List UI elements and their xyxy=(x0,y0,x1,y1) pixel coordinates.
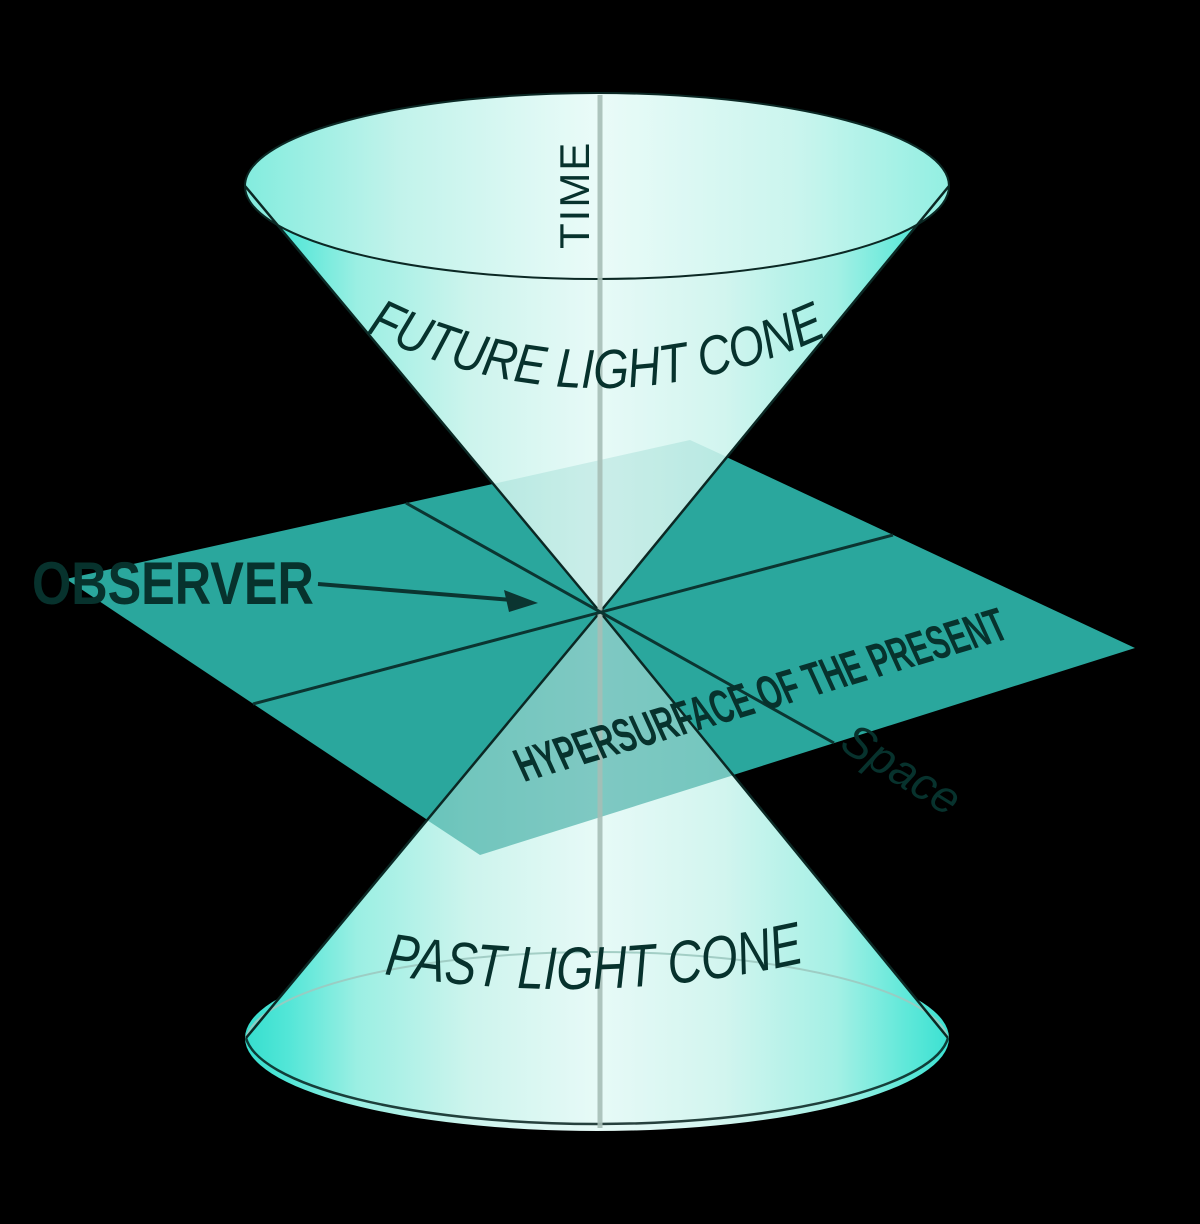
observer-label: OBSERVER xyxy=(32,550,314,617)
space-axis-line-2 xyxy=(252,533,894,706)
observer-arrow xyxy=(317,582,538,612)
future-light-cone xyxy=(244,92,950,613)
past-cone-bottom-arc xyxy=(244,1037,950,1126)
future-cone-left-edge xyxy=(244,185,601,613)
plane-seen-through-cone-tint xyxy=(493,440,727,612)
observer-arrow-line xyxy=(317,582,513,602)
past-light-cone xyxy=(244,611,950,1131)
plane-front-over-past-cone xyxy=(427,612,734,855)
past-cone-right-edge xyxy=(599,611,949,1039)
observer-arrowhead xyxy=(504,590,538,612)
past-cone-back-arc xyxy=(245,951,949,1039)
future-cone-body xyxy=(245,186,949,612)
past-cone-base xyxy=(245,945,949,1131)
past-cone-left-edge xyxy=(245,611,601,1039)
future-cone-right-edge xyxy=(599,185,950,613)
past-cone-body xyxy=(246,612,948,1038)
space-axis-line-1 xyxy=(405,501,835,745)
time-label: TIME xyxy=(551,141,598,249)
